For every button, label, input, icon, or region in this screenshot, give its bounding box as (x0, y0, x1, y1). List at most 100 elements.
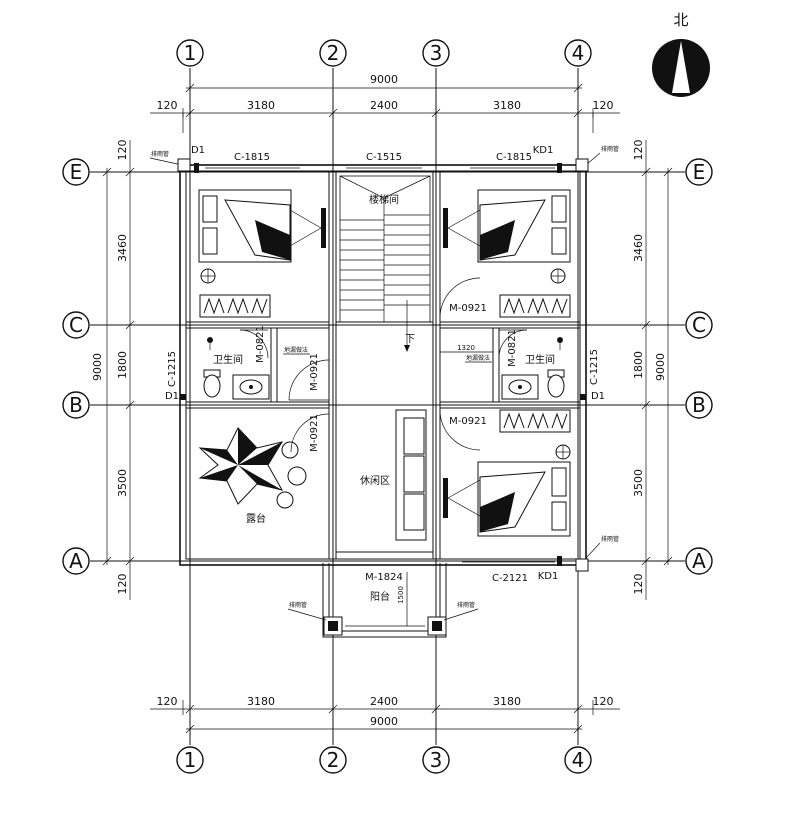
door-swing-bottom-right (439, 409, 481, 451)
label-window-c1515: C-1515 (366, 152, 402, 163)
grid-bubble-2-bottom: 2 (319, 746, 347, 774)
label-window-c1815-right: C-1815 (496, 152, 532, 163)
svg-text:1: 1 (184, 41, 197, 65)
label-door-m0921-left-bath: M-0921 (309, 353, 320, 391)
dim-edge-bottom-left: 120 (157, 695, 178, 708)
label-d1-top: D1 (191, 145, 205, 156)
label-door-m0821-left: M-0821 (255, 325, 266, 363)
label-balcony: 阳台 (370, 590, 390, 603)
north-label: 北 (673, 11, 688, 29)
toilet-left (203, 369, 221, 398)
wardrobe-bottom-right (499, 409, 571, 433)
grid-bubble-1-bottom: 1 (176, 746, 204, 774)
grid-bubble-1-top: 1 (176, 39, 204, 67)
label-floor-drain-right: 地漏做法 (466, 354, 490, 362)
svg-text:2: 2 (327, 41, 340, 65)
dim-1320: 1320 (457, 344, 475, 352)
shower-icon (557, 337, 563, 350)
tv-bottom-right (443, 478, 481, 518)
label-kd1-top: KD1 (533, 145, 554, 156)
door-swing-left-bath (288, 359, 330, 401)
interior-walls (186, 171, 580, 559)
svg-text:A: A (69, 549, 83, 573)
dim-edge-right-bottom: 120 (632, 574, 645, 595)
grid-bubble-B-left: B (62, 391, 90, 419)
d1-mark-left (180, 394, 186, 400)
shower-icon (207, 337, 213, 350)
corner-column (177, 158, 191, 172)
dim-total-left: 9000 (91, 353, 104, 381)
grid-bubble-E-left: E (62, 158, 90, 186)
svg-text:C: C (692, 313, 706, 337)
label-door-m0821-right: M-0821 (507, 329, 518, 367)
dim-1500: 1500 (397, 586, 405, 604)
bedside-lamp-icon (550, 268, 566, 284)
svg-text:B: B (692, 393, 706, 417)
svg-text:A: A (692, 549, 706, 573)
label-window-c2121: C-2121 (492, 573, 528, 584)
bed-top-left (198, 189, 292, 263)
dim-bay-1-bottom: 3180 (247, 695, 275, 708)
svg-text:3: 3 (430, 41, 443, 65)
grid-bubble-2-top: 2 (319, 39, 347, 67)
label-window-c1815-left: C-1815 (234, 152, 270, 163)
grid-bubble-C-right: C (685, 311, 713, 339)
sink-right (501, 374, 539, 400)
dim-edge-bottom-right: 120 (593, 695, 614, 708)
bottom-dimensions (150, 700, 620, 734)
label-door-m0921-terrace: M-0921 (309, 414, 320, 452)
svg-text:C: C (69, 313, 83, 337)
dim-bay-2-top: 2400 (370, 99, 398, 112)
dim-bay-1-top: 3180 (247, 99, 275, 112)
label-window-c1215-left: C-1215 (167, 351, 178, 387)
label-stairwell: 楼梯间 (369, 193, 399, 206)
grid-bubble-4-bottom: 4 (564, 746, 592, 774)
dim-row-cb-left: 1800 (116, 351, 129, 379)
tv-top-left (289, 208, 326, 248)
north-arrow-icon (652, 39, 710, 97)
corner-column (575, 558, 589, 572)
left-dimensions (102, 140, 135, 600)
sink-left (232, 374, 270, 400)
top-dimensions (150, 83, 620, 133)
label-drain-bottom-right: 排雨管 (601, 535, 619, 543)
label-bathroom-left: 卫生间 (213, 353, 243, 366)
dim-total-top: 9000 (370, 73, 398, 86)
window-c1515 (346, 164, 422, 169)
dim-row-ec-left: 3460 (116, 234, 129, 262)
dim-edge-left-bottom: 120 (116, 574, 129, 595)
svg-text:E: E (70, 160, 83, 184)
stair-flights (339, 175, 431, 352)
label-terrace: 露台 (246, 512, 266, 525)
svg-text:1: 1 (184, 748, 197, 772)
corner-column (575, 158, 589, 172)
grid-bubble-A-left: A (62, 547, 90, 575)
grid-bubble-B-right: B (685, 391, 713, 419)
kd1-mark-top (557, 163, 562, 173)
window-c2121 (462, 558, 555, 563)
bedside-lamp-icon (200, 268, 216, 284)
dim-row-ba-right: 3500 (632, 469, 645, 497)
dim-edge-left-top: 120 (116, 140, 129, 161)
toilet-right (547, 369, 565, 398)
grid-bubble-3-top: 3 (422, 39, 450, 67)
sofa (395, 409, 427, 541)
label-door-m0921-bottom-right: M-0921 (449, 416, 487, 427)
bed-top-right (477, 189, 571, 263)
dim-edge-right-top: 120 (632, 140, 645, 161)
bedside-lamp-icon (555, 444, 571, 460)
dim-edge-top-right: 120 (593, 99, 614, 112)
svg-text:3: 3 (430, 748, 443, 772)
dim-total-right: 9000 (654, 353, 667, 381)
right-dimensions (641, 140, 673, 600)
grid-bubble-C-left: C (62, 311, 90, 339)
dim-edge-top-left: 120 (157, 99, 178, 112)
grid-bubble-3-bottom: 3 (422, 746, 450, 774)
svg-text:4: 4 (572, 748, 585, 772)
grid-bubble-A-right: A (685, 547, 713, 575)
label-drain-top-right: 排雨管 (601, 145, 619, 153)
parasol-table (198, 427, 307, 509)
svg-text:E: E (693, 160, 706, 184)
dim-bay-3-top: 3180 (493, 99, 521, 112)
dim-bay-2-bottom: 2400 (370, 695, 398, 708)
